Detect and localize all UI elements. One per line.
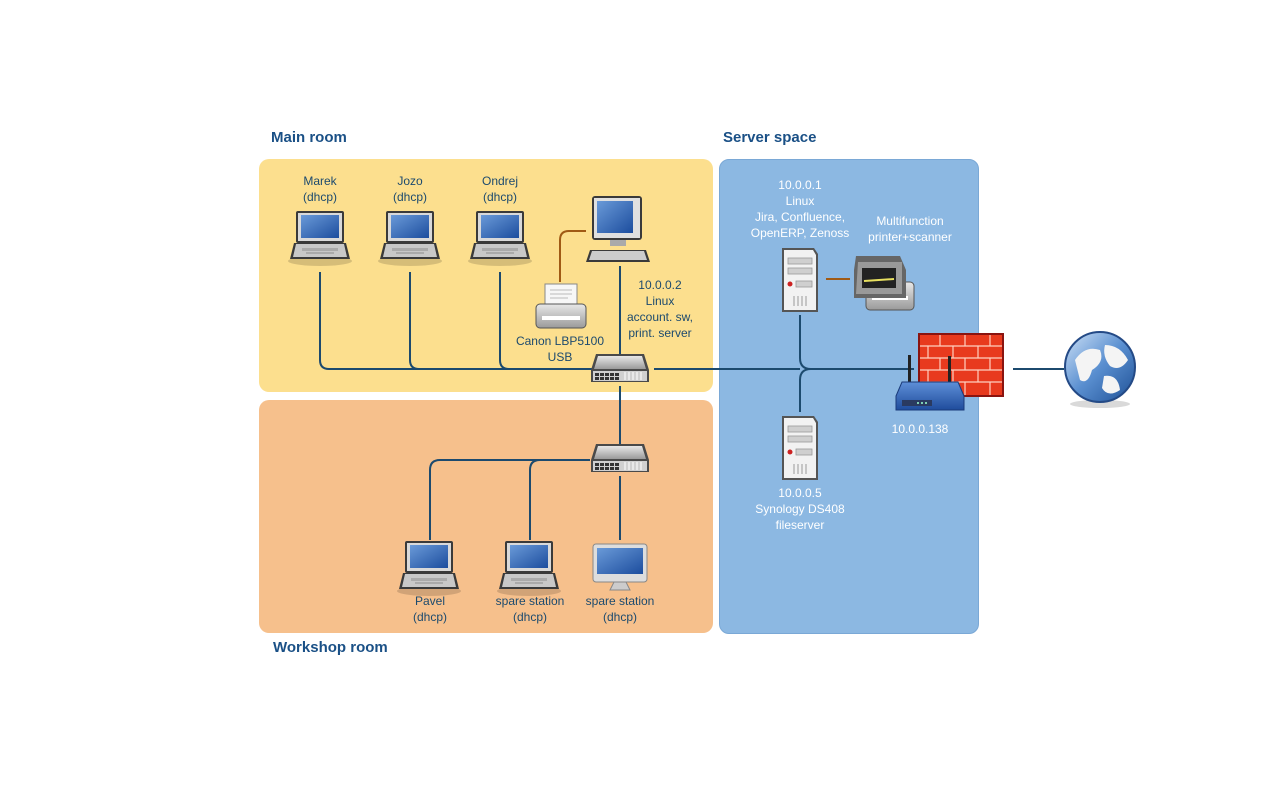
mfp-label: Multifunction printer+scanner xyxy=(868,213,952,245)
laptop-label-ondrej: Ondrej (dhcp) xyxy=(482,173,518,205)
link-pavel xyxy=(429,459,590,540)
link-ondrej xyxy=(499,272,510,370)
printer-connection: USB xyxy=(547,350,573,364)
usb-link xyxy=(559,230,586,282)
globe-icon[interactable] xyxy=(1064,331,1136,408)
device-ip: (dhcp) xyxy=(512,610,547,624)
device-ip: (dhcp) xyxy=(302,190,338,204)
multifunction-printer-icon[interactable] xyxy=(854,256,915,311)
server-apps: Jira, Confluence, xyxy=(754,210,846,224)
laptop-icon[interactable] xyxy=(468,211,532,266)
printer-icon[interactable] xyxy=(535,283,587,329)
workshop-links xyxy=(429,459,621,540)
switch-icon[interactable] xyxy=(590,443,650,473)
server-space-title: Server space xyxy=(723,129,817,146)
mfp-type: printer+scanner xyxy=(868,230,952,244)
laptop-icon[interactable] xyxy=(397,541,461,596)
device-name: Ondrej xyxy=(481,174,519,188)
laptop-label-jozo: Jozo (dhcp) xyxy=(393,173,427,205)
desktop-role: print. server xyxy=(628,326,692,340)
laptop-icon[interactable] xyxy=(378,211,442,266)
station-label-spare-1: spare station (dhcp) xyxy=(496,593,565,625)
server-ip: 10.0.0.5 xyxy=(778,486,822,500)
server-icon[interactable] xyxy=(781,247,819,313)
device-ip: (dhcp) xyxy=(392,190,428,204)
server-ip: 10.0.0.1 xyxy=(778,178,822,192)
printer-name: Canon LBP5100 xyxy=(515,334,605,348)
mfp-name: Multifunction xyxy=(876,214,944,228)
server-model: Synology DS408 xyxy=(755,502,845,516)
desktop-ip: 10.0.0.2 xyxy=(638,278,682,292)
laptop-label-marek: Marek (dhcp) xyxy=(303,173,337,205)
server-role: fileserver xyxy=(775,518,825,532)
laptop-icon[interactable] xyxy=(288,211,352,266)
server-os: Linux xyxy=(785,194,815,208)
main-room-title: Main room xyxy=(271,129,347,146)
server-icon[interactable] xyxy=(781,415,819,481)
laptop-icon[interactable] xyxy=(497,541,561,596)
workshop-room-area xyxy=(259,400,713,633)
device-ip: (dhcp) xyxy=(482,190,517,204)
link-spare1 xyxy=(529,459,541,540)
device-name: spare station xyxy=(495,594,565,608)
desktop-computer-icon[interactable] xyxy=(586,196,650,262)
imac-icon[interactable] xyxy=(592,543,648,591)
desktop-os: Linux xyxy=(645,294,675,308)
station-label-pavel: Pavel (dhcp) xyxy=(413,593,447,625)
wireless-router-icon[interactable] xyxy=(895,355,965,411)
device-name: Marek xyxy=(303,174,337,188)
device-name: spare station xyxy=(585,594,655,608)
workshop-room-title: Workshop room xyxy=(273,639,388,656)
device-ip: (dhcp) xyxy=(602,610,637,624)
router-label: 10.0.0.138 xyxy=(891,422,949,436)
desktop-role: account. sw, xyxy=(626,310,694,324)
link-uplink xyxy=(654,315,914,412)
link-marek xyxy=(319,272,594,370)
device-ip: (dhcp) xyxy=(412,610,448,624)
station-label-spare-2: spare station (dhcp) xyxy=(586,593,655,625)
device-name: Jozo xyxy=(397,174,423,188)
main-room-links xyxy=(319,266,1064,444)
link-jozo xyxy=(409,272,420,370)
device-name: Pavel xyxy=(414,594,446,608)
server-apps: OpenERP, Zenoss xyxy=(750,226,850,240)
